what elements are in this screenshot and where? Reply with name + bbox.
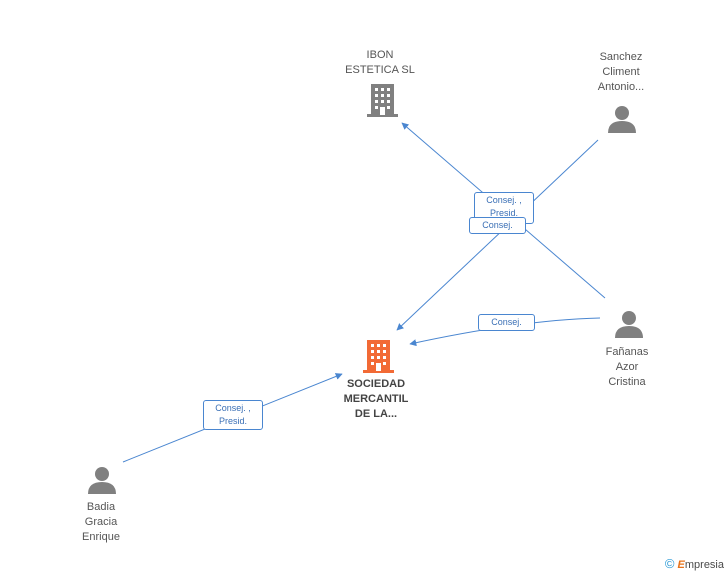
brand-logo-text: mpresia [684, 559, 724, 571]
node-label-ibon[interactable]: IBON ESTETICA SL [345, 49, 415, 76]
building-icon[interactable] [367, 84, 398, 117]
brand-watermark: © Empresia [665, 556, 724, 571]
node-label-fananas[interactable]: Fañanas Azor Cristina [605, 346, 649, 388]
person-icon-sanchez[interactable] [608, 106, 636, 133]
person-icon-fananas[interactable] [615, 311, 643, 338]
edge-sanchez-center[interactable] [396, 139, 599, 331]
edge-label-fananas-center: Consej. [478, 314, 535, 331]
node-label-sanchez[interactable]: Sanchez Climent Antonio... [597, 51, 645, 93]
brand-logo-letter: E [677, 559, 685, 571]
person-icon-badia[interactable] [88, 467, 116, 494]
main-company-building-icon[interactable] [363, 340, 394, 373]
edge-label-badia-center: Consej. , Presid. [203, 400, 263, 430]
node-label-badia[interactable]: Badia Gracia Enrique [82, 501, 120, 543]
node-label-center[interactable]: SOCIEDAD MERCANTIL DE LA... [343, 378, 409, 420]
copyright-icon: © [664, 556, 675, 571]
edge-label-sanchez-center: Consej. [469, 217, 526, 234]
